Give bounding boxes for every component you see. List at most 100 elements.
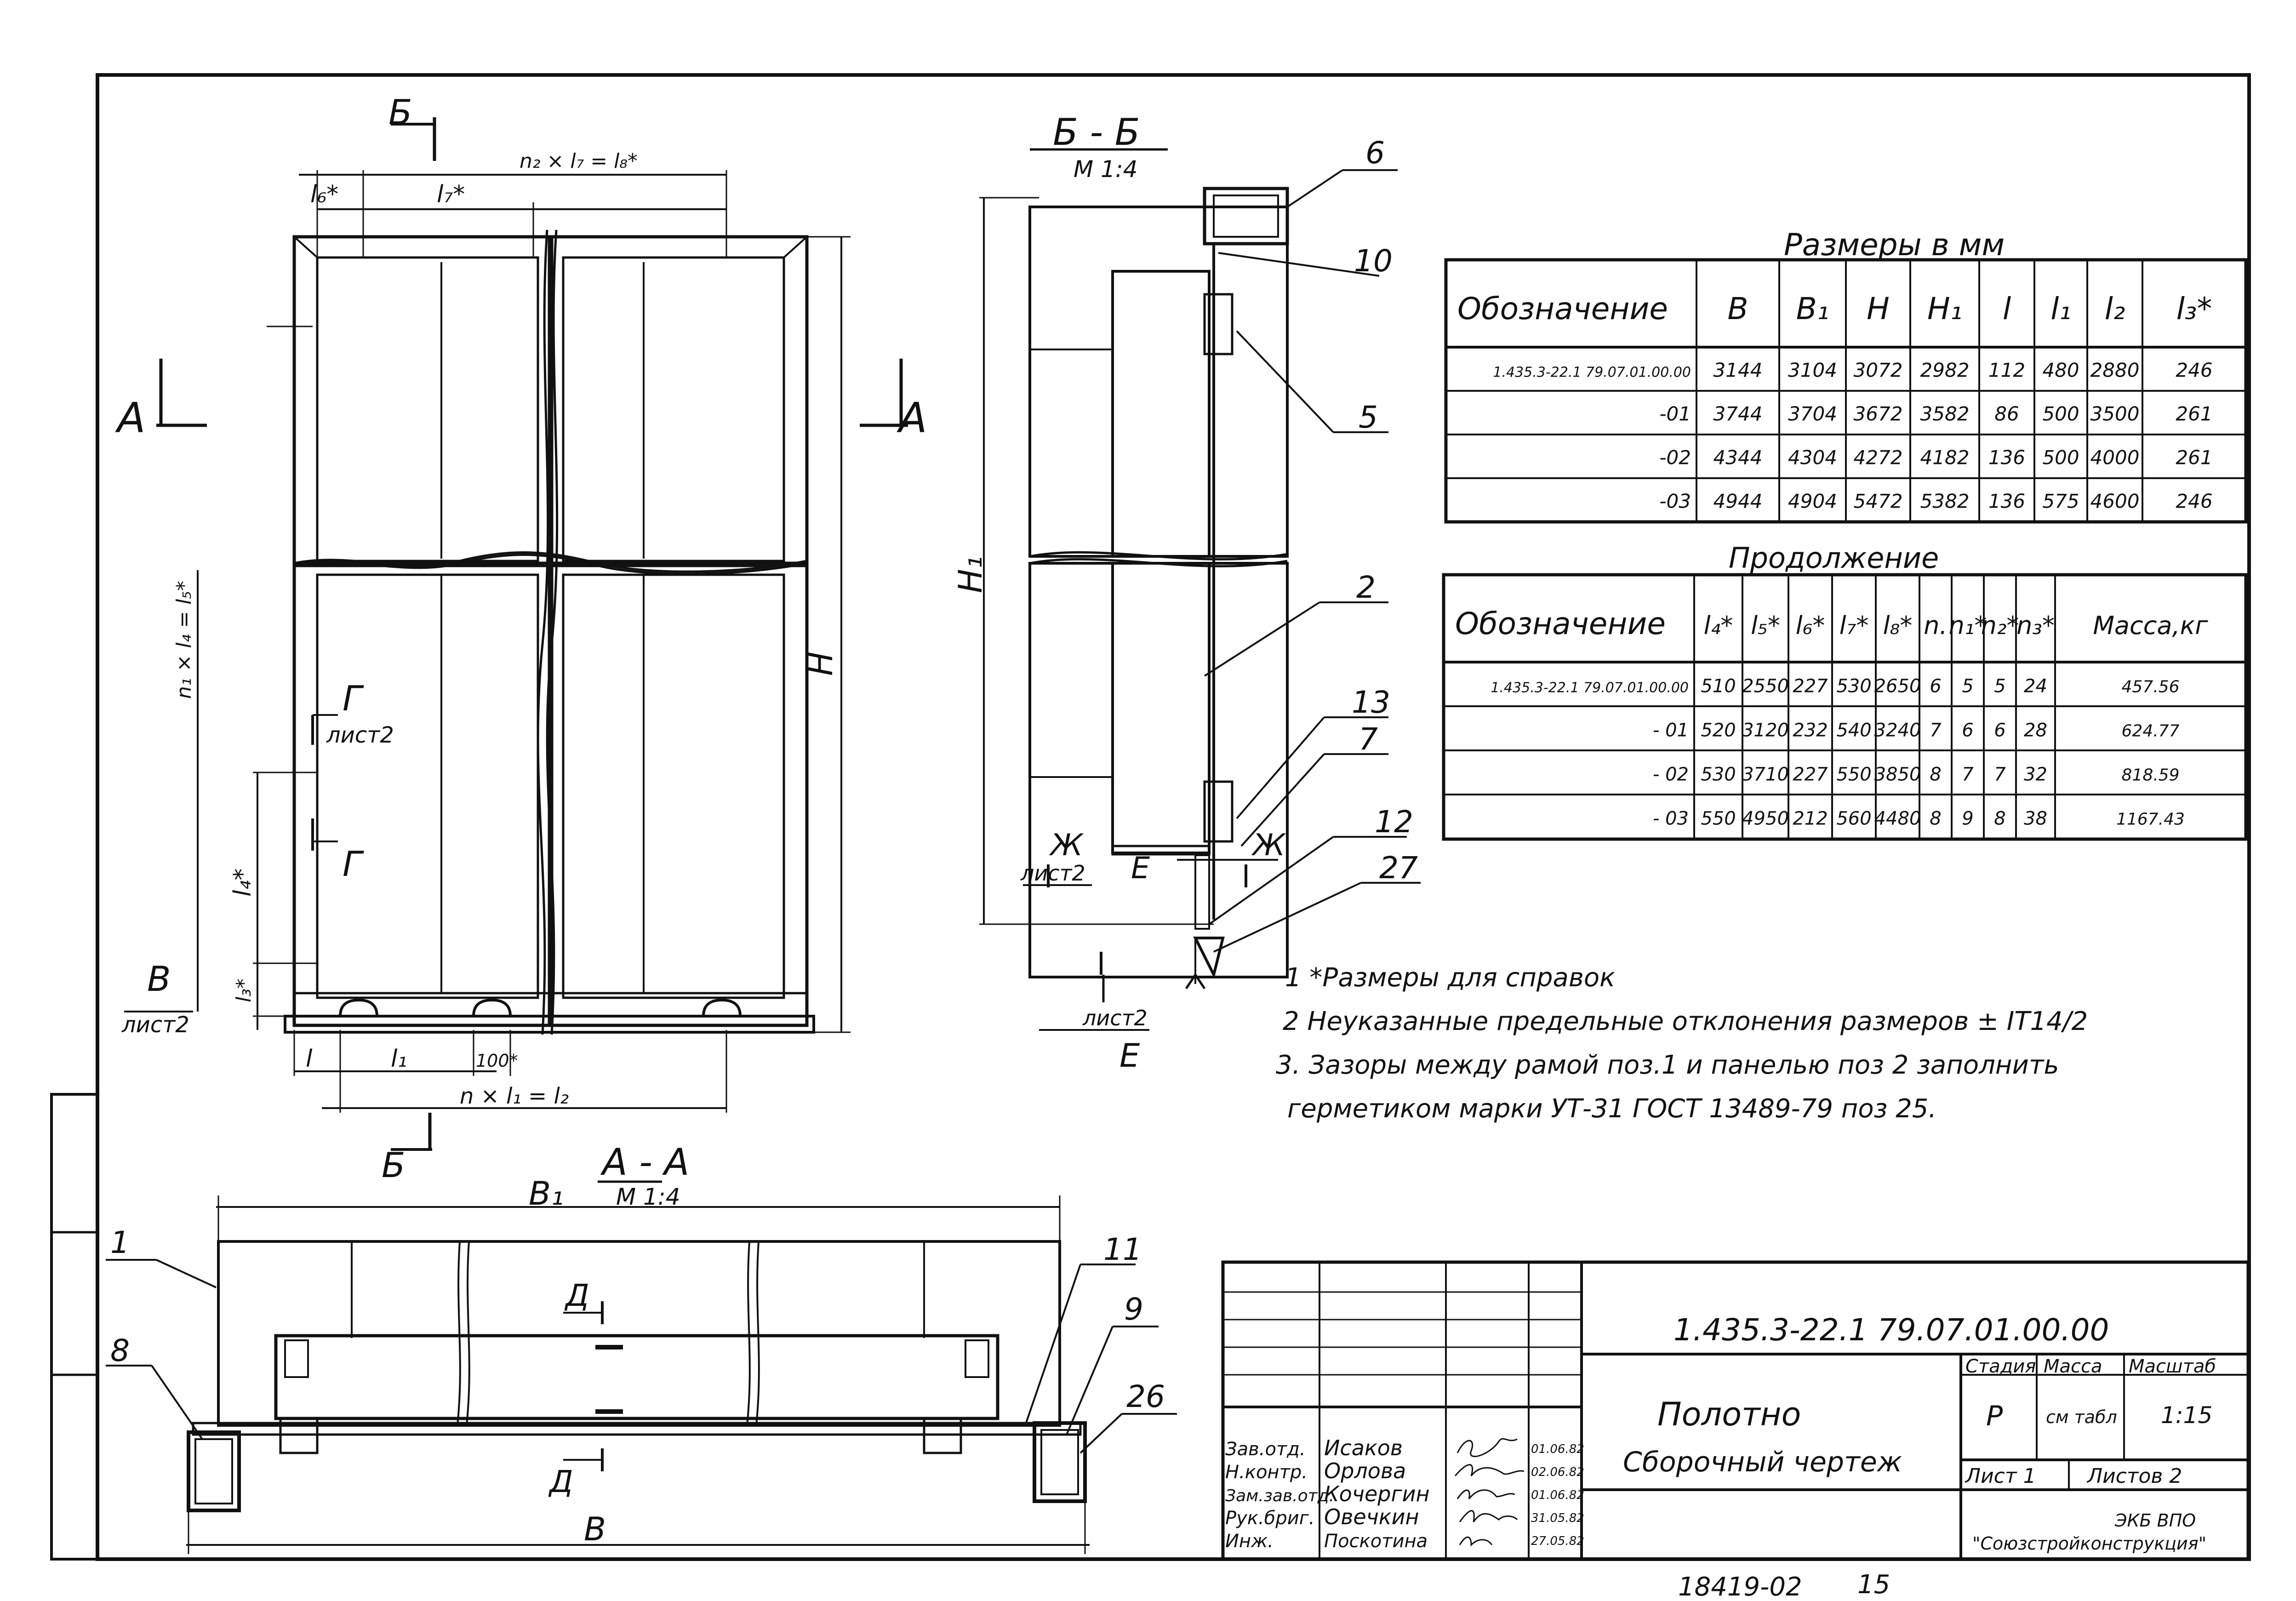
- role-1: Зав.отд.: [1225, 1439, 1306, 1460]
- table_sizes-cell: 4600: [2090, 490, 2140, 513]
- dim-top-total: n₂ × l₇ = l₈*: [520, 149, 638, 173]
- callout-8: 8: [110, 1333, 130, 1368]
- view-bb-labels: Б - Б М 1:4 H₁ 6 10 5 2 13 7 12 27 Ж лис…: [952, 111, 1418, 1075]
- note-1: 1 *Размеры для справок: [1285, 963, 1615, 993]
- table_cont-cell: 540: [1836, 720, 1871, 741]
- callout-10: 10: [1354, 243, 1393, 279]
- mass-value: см табл: [2046, 1407, 2117, 1427]
- table_cont-cell: 212: [1793, 808, 1828, 829]
- table_sizes-header-cell: Обозначение: [1457, 291, 1668, 326]
- table_sizes-header-cell: l₃*: [2176, 291, 2212, 326]
- table_cont-cell: 5: [1962, 675, 1973, 697]
- sheet-frame: [96, 73, 2251, 1561]
- mark-v-sheet: лист2: [121, 1012, 189, 1038]
- table_sizes-cell: 3500: [2090, 403, 2140, 425]
- date-4: 31.05.82: [1531, 1511, 1584, 1525]
- dim-bottom-total: n × l₁ = l₂: [460, 1083, 569, 1109]
- table_cont-cell: 9: [1962, 808, 1973, 829]
- dim-bottom-l: l: [306, 1045, 313, 1073]
- table_sizes-header-cell: H: [1867, 291, 1890, 326]
- callout-12: 12: [1375, 804, 1413, 840]
- table_cont-cell: 4950: [1742, 808, 1789, 829]
- mark-g: Г: [343, 678, 364, 719]
- table_cont-cell: 6: [1962, 720, 1973, 741]
- table_cont-header-cell: n₁*: [1949, 611, 1987, 640]
- callout-26: 26: [1126, 1379, 1165, 1414]
- view-bb-height: H₁: [952, 556, 989, 593]
- table_sizes-cell: 86: [1994, 403, 2019, 425]
- table_cont-cell: 32: [2024, 764, 2047, 785]
- table_cont-header-cell: l₄*: [1704, 611, 1733, 640]
- table_cont-cell: 818.59: [2122, 766, 2180, 784]
- table_sizes-cell: 3744: [1713, 403, 1763, 425]
- name-3: Кочергин: [1324, 1481, 1430, 1506]
- table_sizes-cell: 500: [2042, 403, 2079, 425]
- table_sizes-cell: 4000: [2090, 446, 2140, 469]
- table_sizes-cell: 4304: [1788, 446, 1837, 469]
- table_cont-header-cell: Масса,кг: [2093, 611, 2208, 640]
- table_cont-cell: 2650: [1874, 675, 1921, 697]
- table_cont-cell: 7: [1994, 764, 2006, 785]
- table_sizes-header-cell: l₁: [2050, 291, 2071, 326]
- sheets-total: Листов 2: [2086, 1464, 2182, 1488]
- view-aa: [106, 1180, 1177, 1554]
- callout-9: 9: [1124, 1292, 1143, 1327]
- table_cont-cell: 3850: [1874, 764, 1921, 785]
- mark-e-bottom: Е: [1119, 1037, 1140, 1075]
- date-1: 01.06.82: [1531, 1442, 1584, 1456]
- table_sizes-header-cell: B₁: [1796, 291, 1829, 326]
- table_cont-cell: 38: [2024, 808, 2047, 829]
- table_sizes-cell: 3582: [1920, 403, 1970, 425]
- dim-bottom-l1: l₁: [391, 1045, 407, 1073]
- name-line2: Сборочный чертеж: [1623, 1446, 1902, 1478]
- dim-left-l3: l₃*: [232, 978, 256, 1002]
- role-4: Рук.бриг.: [1225, 1508, 1314, 1529]
- table_cont-cell: 7: [1962, 764, 1974, 785]
- table_sizes-cell: 3144: [1713, 359, 1763, 382]
- mark-e-sheet: лист2: [1082, 1006, 1148, 1030]
- table_cont-cell: 457.56: [2122, 677, 2180, 696]
- table_cont-header-cell: n.: [1924, 611, 1947, 640]
- table_cont-cell: 530: [1836, 675, 1871, 697]
- mark-g-sheet: лист2: [326, 722, 394, 748]
- table_cont-cell: 3710: [1742, 764, 1789, 785]
- table_sizes-cell: 3704: [1788, 403, 1837, 425]
- table_sizes-cell: -02: [1659, 446, 1691, 469]
- footer-page: 15: [1857, 1570, 1890, 1600]
- table_cont-cell: 550: [1836, 764, 1871, 785]
- scale-value: 1:15: [2161, 1402, 2212, 1429]
- table_sizes-cell: 112: [1988, 359, 2025, 382]
- table_sizes-cell: -03: [1659, 490, 1691, 513]
- table_cont-cell: 8: [1930, 764, 1941, 785]
- table_cont-cell: 5: [1994, 675, 2005, 697]
- table_cont-cell: 7: [1930, 720, 1942, 741]
- table_cont-header-cell: l₅*: [1751, 611, 1780, 640]
- table_sizes-cell: 5472: [1854, 490, 1903, 513]
- table_cont-cell: 28: [2024, 720, 2047, 741]
- table_sizes-cell: 136: [1988, 490, 2025, 513]
- table_sizes-cell: 246: [2176, 490, 2212, 513]
- dim-left-l4: l₄*: [229, 869, 257, 897]
- table_cont-header-cell: l₇*: [1839, 611, 1869, 640]
- org-line2: "Союзстройконструкция": [1972, 1533, 2206, 1554]
- notes: 1 *Размеры для справок 2 Неуказанные пре…: [1276, 963, 2088, 1124]
- table_cont-cell: 560: [1836, 808, 1871, 829]
- table_cont-header-cell: n₃*: [2016, 611, 2055, 640]
- table_cont-cell: - 03: [1653, 808, 1689, 829]
- mark-zh-left: Ж: [1049, 828, 1084, 863]
- table_cont-cell: 510: [1701, 675, 1736, 697]
- dim-height: H: [802, 652, 840, 676]
- name-4: Овечкин: [1324, 1504, 1419, 1529]
- table_sizes-cell: 2982: [1920, 359, 1970, 382]
- table_cont-cell: 227: [1793, 675, 1828, 697]
- view-aa-labels: А - А М 1:4 B₁ B Д Д 1 8 11 9 26: [110, 1141, 1165, 1548]
- table_cont-cell: 232: [1793, 720, 1828, 741]
- table_cont-header-cell: n₂*: [1981, 611, 2019, 640]
- table_sizes-cell: 575: [2042, 490, 2079, 513]
- callout-2: 2: [1356, 570, 1376, 605]
- designation: 1.435.3-22.1 79.07.01.00.00: [1673, 1312, 2109, 1348]
- mark-g2: Г: [343, 844, 364, 884]
- table_cont-cell: 8: [1930, 808, 1941, 829]
- dim-b1: B₁: [529, 1175, 564, 1212]
